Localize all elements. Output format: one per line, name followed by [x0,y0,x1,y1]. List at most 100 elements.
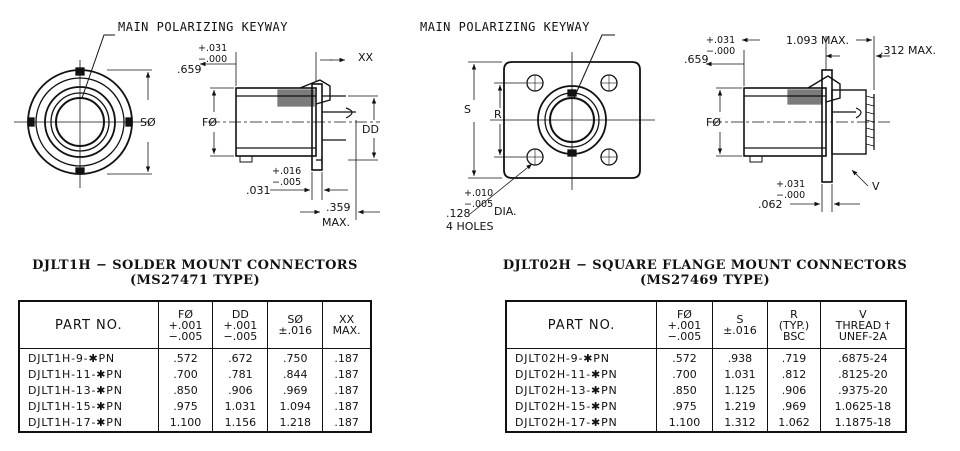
right-hole-dim: .128 [446,207,471,220]
table1-header-2-line-0: DD [231,307,249,321]
value-cell: .672 [212,348,269,367]
right-f-diameter-label: FØ [706,116,721,129]
value-cell: 1.062 [767,415,821,432]
part-number-cell: DJLT02H-9-✱PN [505,348,658,367]
table1-header-0-line-0: PART NO. [54,317,123,333]
part-number-cell: DJLT1H-9-✱PN [18,348,159,367]
right-tol-minus: −.005 [464,199,493,210]
table2-header-1-line-1: +.001 [667,318,702,332]
value-cell: 1.218 [267,415,324,432]
right-v-label: V [872,180,880,193]
value-cell: .844 [267,367,324,383]
table2-header-0-line-0: PART NO. [547,317,616,333]
table-row: DJLT1H-13-✱PN.850.906.969.187 [18,383,372,399]
right-front-view [468,34,655,215]
part-number-cell: DJLT02H-11-✱PN [505,367,658,383]
value-cell: 1.031 [212,399,269,415]
table1-title: DJLT1H − SOLDER MOUNT CONNECTORS (MS2747… [18,258,372,288]
left-tol-bot-minus: −.005 [272,177,301,188]
right-dim-1093: 1.093 MAX. [786,34,849,47]
part-number-cell: DJLT02H-17-✱PN [505,415,658,432]
value-cell: .700 [157,367,214,383]
table1-header-0: PART NO. [18,300,159,349]
part-number-cell: DJLT1H-17-✱PN [18,415,159,432]
right-tol-top-minus: −.000 [706,46,735,57]
left-tol-bot-plus: +.016 [272,166,301,177]
value-cell: 1.1875-18 [819,415,907,432]
value-cell: .812 [767,367,821,383]
drawings-svg: MAIN POLARIZING KEYWAY SØ [14,20,936,233]
left-side-view [200,52,380,220]
value-cell: .969 [767,399,821,415]
value-cell: .572 [656,348,713,367]
right-dia-label: DIA. [494,205,517,218]
value-cell: .187 [322,383,372,399]
left-front-view [14,34,152,188]
left-dim-359: .359 [326,201,351,214]
value-cell: 1.125 [711,383,769,399]
right-keyway-label: MAIN POLARIZING KEYWAY [420,20,590,34]
table2-title: DJLT02H − SQUARE FLANGE MOUNT CONNECTORS… [480,258,930,288]
value-cell: .975 [656,399,713,415]
table-row: DJLT1H-11-✱PN.700.781.844.187 [18,367,372,383]
left-xx-label: XX [358,51,374,64]
left-s-diameter-label: SØ [140,116,156,129]
right-dim-312: .312 MAX. [880,44,936,57]
left-max-label: MAX. [322,216,350,229]
table1-header-2: DD+.001−.005 [212,300,269,349]
table1-title-line2: (MS27471 TYPE) [129,273,261,288]
left-dim-659: .659 [177,63,202,76]
left-dd-label: DD [362,123,379,136]
value-cell: .906 [767,383,821,399]
part-number-cell: DJLT1H-11-✱PN [18,367,159,383]
table1-header-2-line-2: −.005 [223,329,258,343]
table-row: DJLT02H-9-✱PN.572.938.719.6875-24 [505,348,907,367]
table2-header-1-line-0: FØ [676,307,692,321]
right-s-label: S [464,103,471,116]
value-cell: .8125-20 [819,367,907,383]
right-r-label: R [494,108,502,121]
left-tol-top-plus: +.031 [198,43,227,54]
right-tol-bot-minus: −.000 [776,190,805,201]
table2-header-0: PART NO. [505,300,658,349]
value-cell: 1.100 [656,415,713,432]
table2-title-line2: (MS27469 TYPE) [639,273,771,288]
value-cell: .572 [157,348,214,367]
value-cell: 1.100 [157,415,214,432]
table2-header-4-line-2: UNEF-2A [838,329,887,343]
table1-header-4-line-1: MAX. [332,324,361,337]
table1-header-4-line-0: XX [339,313,355,326]
right-dim-062: .062 [758,198,783,211]
part-number-cell: DJLT02H-15-✱PN [505,399,658,415]
value-cell: 1.0625-18 [819,399,907,415]
table1-header-1-line-0: FØ [178,307,193,321]
table1-header-1: FØ+.001−.005 [157,300,214,349]
table2-title-line1: DJLT02H − SQUARE FLANGE MOUNT CONNECTORS [502,258,908,273]
value-cell: 1.219 [711,399,769,415]
left-f-diameter-label: FØ [202,116,217,129]
right-side-view [706,36,890,212]
value-cell: .187 [322,415,372,432]
table-row: DJLT1H-9-✱PN.572.672.750.187 [18,348,372,367]
table2-header-2: S±.016 [711,300,769,349]
table1-header-3-line-0: SØ [287,313,304,326]
table1-header-3: SØ±.016 [267,300,324,349]
value-cell: 1.312 [711,415,769,432]
part-number-cell: DJLT1H-15-✱PN [18,399,159,415]
right-dim-659: .659 [684,53,709,66]
value-cell: .938 [711,348,769,367]
value-cell: .6875-24 [819,348,907,367]
value-cell: .719 [767,348,821,367]
value-cell: .187 [322,348,372,367]
value-cell: .750 [267,348,324,367]
right-holes-label: 4 HOLES [446,220,494,233]
left-dim-031: .031 [246,184,271,197]
part-number-cell: DJLT02H-13-✱PN [505,383,658,399]
